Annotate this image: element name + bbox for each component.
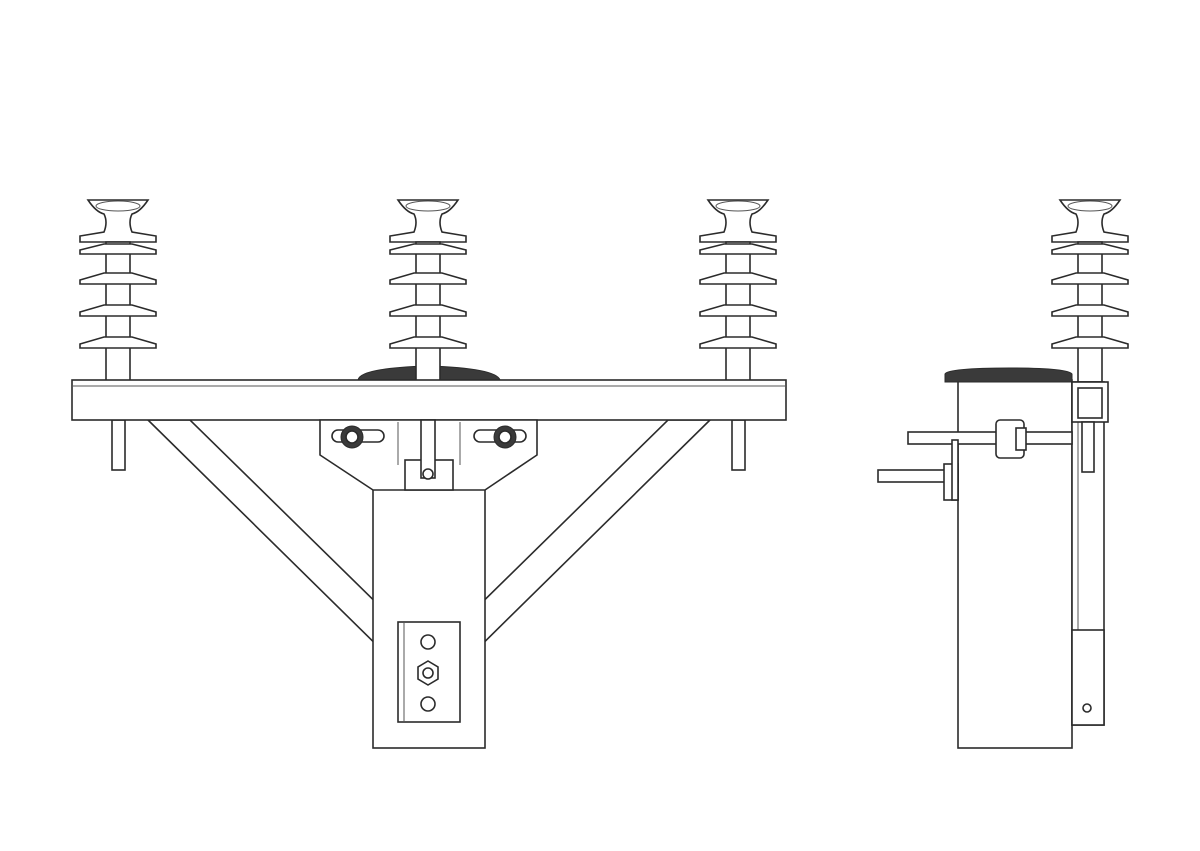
bolt [111, 419, 126, 471]
crossarm [71, 379, 787, 421]
side-disk [944, 367, 1073, 383]
side-view [877, 199, 1129, 749]
insulator-center [389, 199, 467, 383]
insulator-right [699, 199, 777, 383]
insulator-left [79, 199, 157, 383]
nut [473, 425, 527, 449]
insulator-side [1051, 199, 1129, 383]
nut [331, 425, 385, 449]
front-view [71, 199, 787, 749]
bolt [731, 419, 746, 471]
rod [907, 431, 1073, 445]
